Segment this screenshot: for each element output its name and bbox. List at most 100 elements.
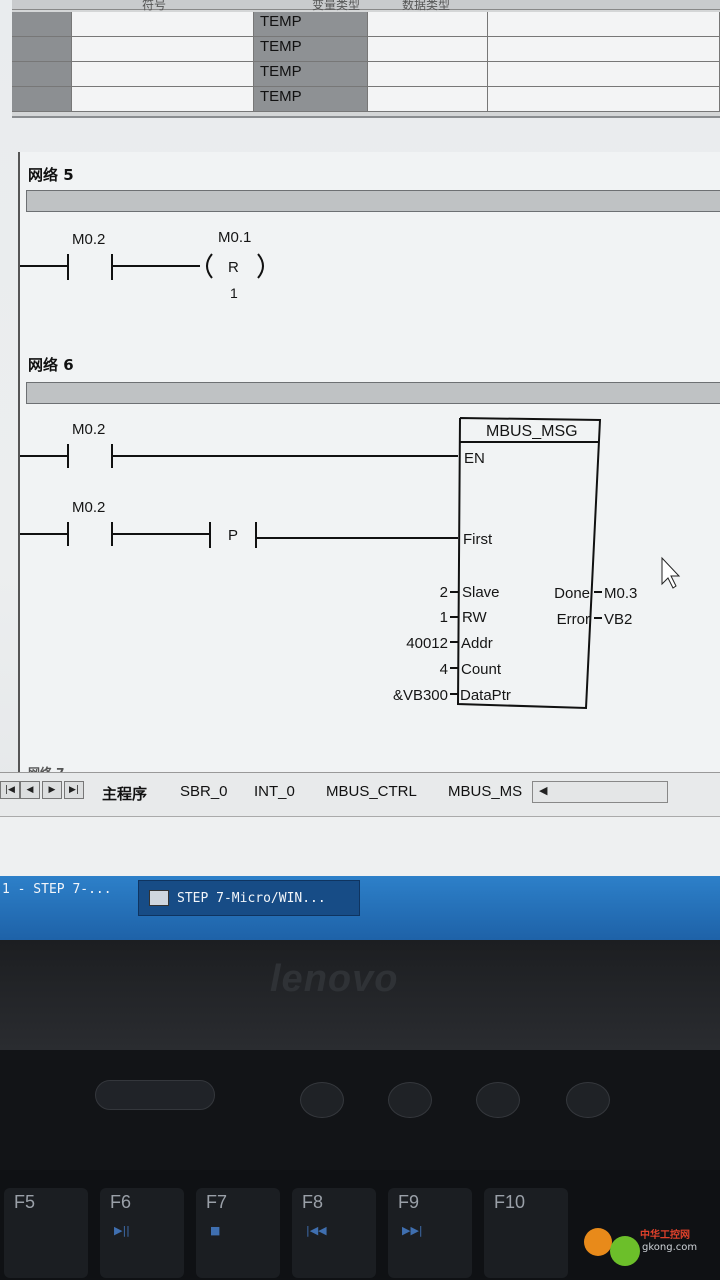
app-window-icon xyxy=(149,890,169,906)
network-5-title[interactable]: 网络 5 xyxy=(28,166,74,184)
watermark: 中华工控网 gkong.com xyxy=(584,1222,710,1268)
data-type-cell[interactable] xyxy=(368,37,488,61)
block-pin-count: Count xyxy=(461,661,502,678)
contact-label: M0.2 xyxy=(72,231,105,248)
block-pin-dataptr: DataPtr xyxy=(460,687,511,704)
coil-count: 1 xyxy=(230,285,238,301)
slave-value: 2 xyxy=(440,584,448,601)
horizontal-scrollbar[interactable]: ◀ xyxy=(532,781,668,803)
table-row[interactable]: TEMP xyxy=(12,37,720,62)
var-type-cell[interactable]: TEMP xyxy=(254,37,368,61)
network-6-comment-bar[interactable] xyxy=(26,382,720,404)
network-5-comment-bar[interactable] xyxy=(26,190,720,212)
error-value: VB2 xyxy=(604,611,632,628)
count-value: 4 xyxy=(440,661,448,678)
first-contact-label: M0.2 xyxy=(72,499,105,516)
comment-cell[interactable] xyxy=(488,37,720,61)
ladder-diagram: M0.2 M0.1 R 1 M0.2 M0.2 P MBUS_MSG EN Fi… xyxy=(20,229,681,710)
taskbar-item-label: STEP 7-Micro/WIN... xyxy=(177,891,326,906)
tab-int-0[interactable]: INT_0 xyxy=(254,783,295,800)
row-header[interactable] xyxy=(12,12,72,36)
data-type-cell[interactable] xyxy=(368,87,488,111)
key-f5: F5 xyxy=(4,1188,88,1278)
watermark-title: 中华工控网 xyxy=(640,1230,690,1241)
block-pin-error: Error xyxy=(557,611,590,628)
block-pin-slave: Slave xyxy=(462,584,500,601)
var-type-cell[interactable]: TEMP xyxy=(254,62,368,86)
play-pause-icon: ▶|| xyxy=(114,1224,130,1237)
block-pin-done: Done xyxy=(554,585,590,602)
media-button-icon xyxy=(388,1082,432,1118)
tab-sbr-0[interactable]: SBR_0 xyxy=(180,783,228,800)
variable-table: 符号 变量类型 数据类型 TEMP TEMP TEMP xyxy=(12,0,720,118)
laptop-hinge xyxy=(0,1050,720,1170)
mouse-cursor-icon xyxy=(661,556,681,589)
coil-type: R xyxy=(228,259,239,276)
stop-icon: ■ xyxy=(210,1224,221,1237)
key-f6: F6▶|| xyxy=(100,1188,184,1278)
key-f9: F9▶▶| xyxy=(388,1188,472,1278)
tab-mbus-ctrl[interactable]: MBUS_CTRL xyxy=(326,783,417,800)
coil-address: M0.1 xyxy=(218,229,251,246)
comment-cell[interactable] xyxy=(488,62,720,86)
table-row[interactable]: TEMP xyxy=(12,62,720,87)
rw-value: 1 xyxy=(440,609,448,626)
comment-cell[interactable] xyxy=(488,12,720,36)
keyboard: F5 F6▶|| F7■ F8|◀◀ F9▶▶| F10 xyxy=(0,1170,720,1280)
block-pin-first: First xyxy=(463,531,493,548)
row-header[interactable] xyxy=(12,87,72,111)
tab-main-program[interactable]: 主程序 xyxy=(102,785,148,803)
table-row[interactable]: TEMP xyxy=(12,12,720,37)
dataptr-value: &VB300 xyxy=(393,687,448,704)
taskbar: 1 - STEP 7-... STEP 7-Micro/WIN... xyxy=(0,876,720,940)
laptop-bezel: lenovo xyxy=(0,940,720,1050)
key-f8: F8|◀◀ xyxy=(292,1188,376,1278)
row-header[interactable] xyxy=(12,37,72,61)
next-tab-icon[interactable]: ▶ xyxy=(42,781,62,799)
block-pin-en: EN xyxy=(464,450,485,467)
next-track-icon: ▶▶| xyxy=(402,1224,423,1237)
tab-mbus-msg[interactable]: MBUS_MS xyxy=(448,783,523,800)
brand-logo: lenovo xyxy=(270,958,399,1000)
scroll-left-icon[interactable]: ◀ xyxy=(539,784,548,797)
column-header-symbol: 符号 xyxy=(142,0,167,12)
column-header-data-type: 数据类型 xyxy=(402,0,451,12)
row-header[interactable] xyxy=(12,62,72,86)
en-contact-label: M0.2 xyxy=(72,421,105,438)
taskbar-item-step7[interactable]: 1 - STEP 7-... xyxy=(2,882,112,897)
gear-icon xyxy=(610,1236,640,1266)
watermark-url: gkong.com xyxy=(642,1242,698,1253)
table-row[interactable]: TEMP xyxy=(12,87,720,112)
media-button-icon xyxy=(476,1082,520,1118)
key-f7: F7■ xyxy=(196,1188,280,1278)
key-f10: F10 xyxy=(484,1188,568,1278)
first-tab-icon[interactable]: |◀ xyxy=(0,781,20,799)
media-button-icon xyxy=(566,1082,610,1118)
symbol-cell[interactable] xyxy=(72,62,254,86)
pou-tab-strip: |◀ ◀ ▶ ▶| 主程序 SBR_0 INT_0 MBUS_CTRL MBUS… xyxy=(0,772,720,816)
previous-track-icon: |◀◀ xyxy=(306,1224,327,1237)
block-name: MBUS_MSG xyxy=(486,423,578,440)
power-button-icon xyxy=(95,1080,215,1110)
last-tab-icon[interactable]: ▶| xyxy=(64,781,84,799)
media-button-icon xyxy=(300,1082,344,1118)
comment-cell[interactable] xyxy=(488,87,720,111)
block-pin-rw: RW xyxy=(462,609,488,626)
var-type-cell[interactable]: TEMP xyxy=(254,12,368,36)
symbol-cell[interactable] xyxy=(72,87,254,111)
positive-edge-label: P xyxy=(228,527,238,544)
variable-table-header: 符号 变量类型 数据类型 xyxy=(12,0,720,12)
done-value: M0.3 xyxy=(604,585,637,602)
prev-tab-icon[interactable]: ◀ xyxy=(20,781,40,799)
network-6-title[interactable]: 网络 6 xyxy=(28,356,74,374)
symbol-cell[interactable] xyxy=(72,37,254,61)
data-type-cell[interactable] xyxy=(368,62,488,86)
ladder-editor[interactable]: 网络 5 网络 6 网络 7 xyxy=(18,152,720,780)
screen: 符号 变量类型 数据类型 TEMP TEMP TEMP xyxy=(0,0,720,940)
block-pin-addr: Addr xyxy=(461,635,493,652)
symbol-cell[interactable] xyxy=(72,12,254,36)
output-pane xyxy=(0,816,720,876)
taskbar-item-step7-microwin[interactable]: STEP 7-Micro/WIN... xyxy=(138,880,360,916)
var-type-cell[interactable]: TEMP xyxy=(254,87,368,111)
data-type-cell[interactable] xyxy=(368,12,488,36)
